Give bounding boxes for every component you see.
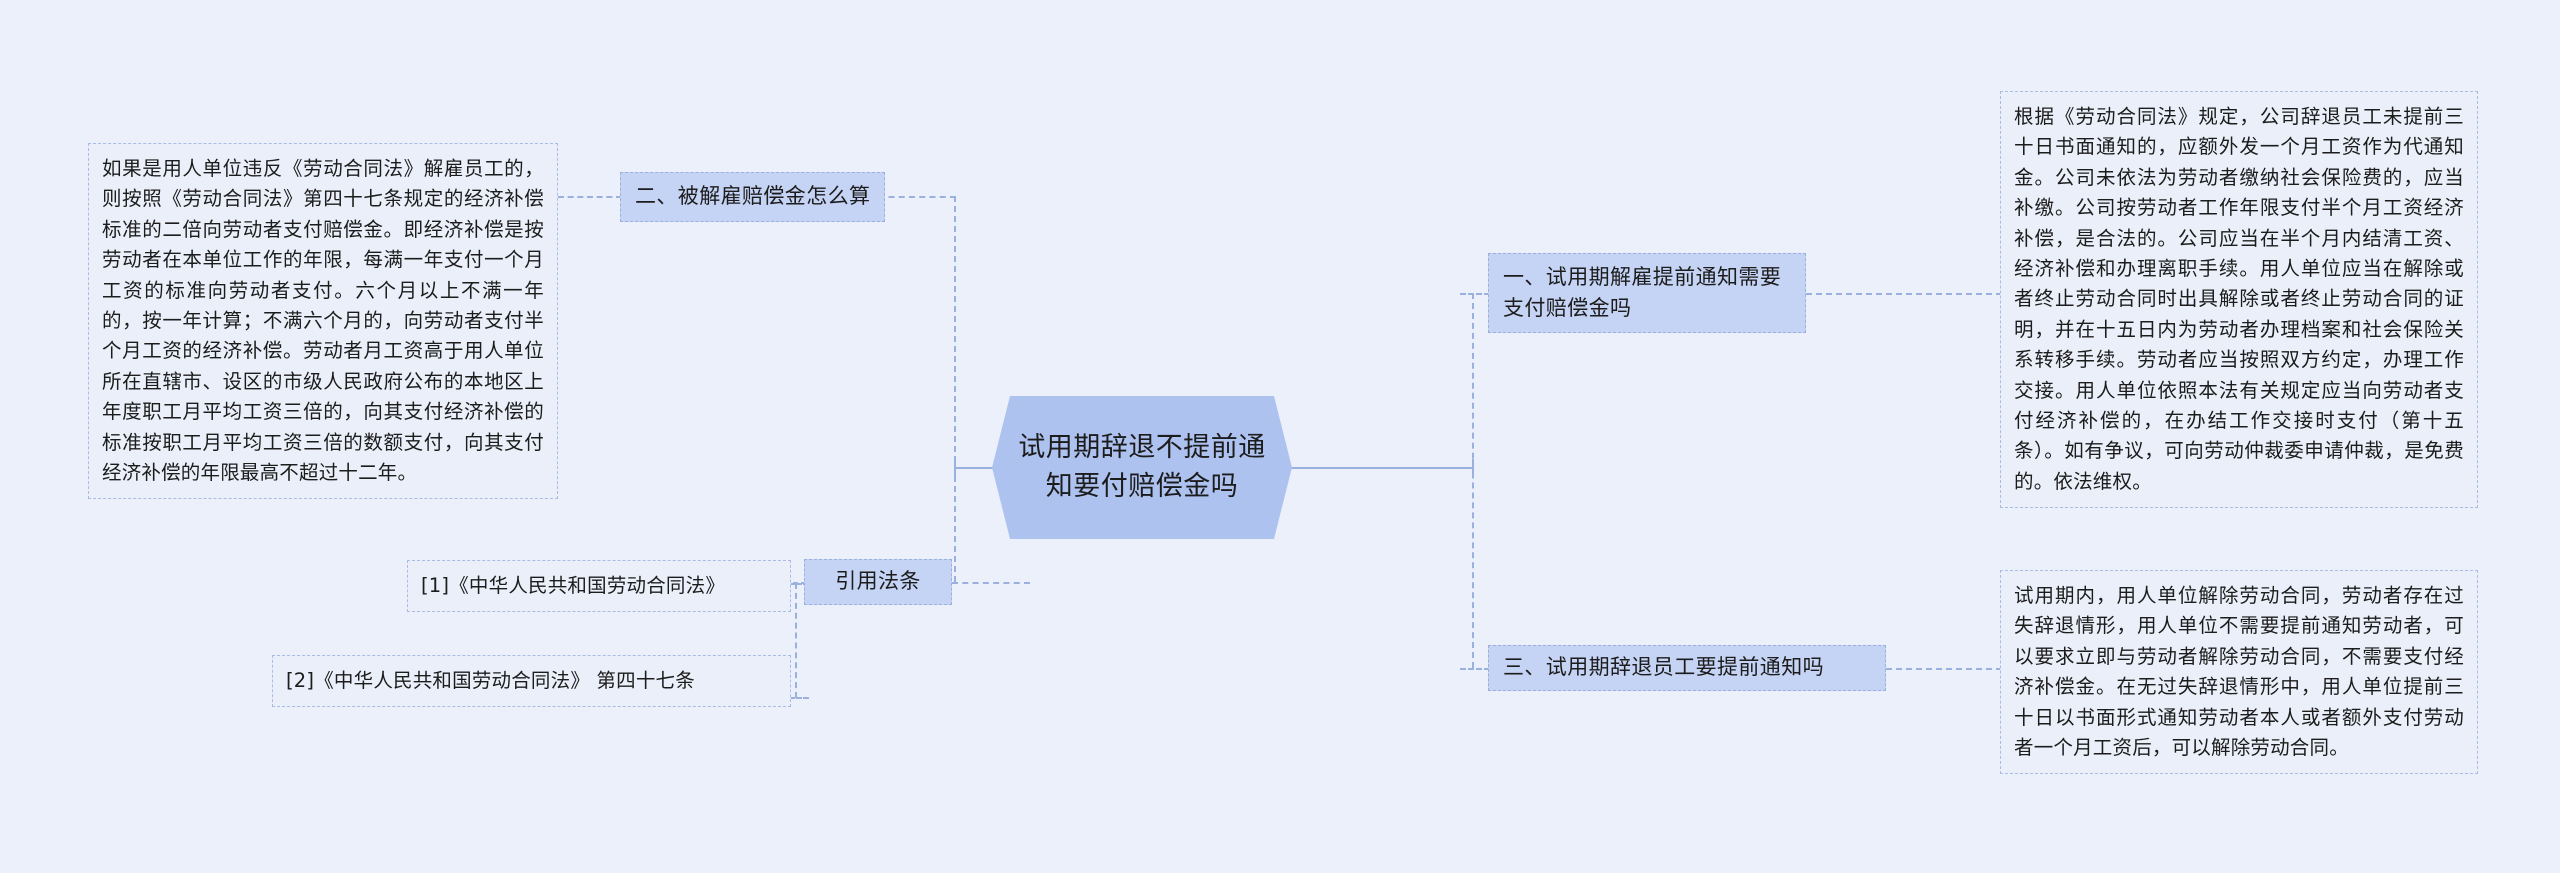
branch-node-compensation-calculation[interactable]: 二、被解雇赔偿金怎么算 — [620, 172, 886, 222]
branch-node-probation-dismissal-notice[interactable]: 一、试用期解雇提前通知需要支付赔偿金吗 — [1488, 253, 1806, 333]
connector-citation-spine — [795, 583, 797, 698]
connector-right-spine — [1472, 293, 1474, 668]
connector-branch-3-to-leaf — [1886, 668, 2002, 670]
leaf-citation-2: [2]《中华人民共和国劳动合同法》 第四十七条 — [272, 655, 791, 708]
connector-left-spine-to-branch-2 — [868, 196, 956, 198]
leaf-left-answer: 如果是用人单位违反《劳动合同法》解雇员工的，则按照《劳动合同法》第四十七条规定的… — [88, 143, 558, 500]
connector-right-spine-to-branch-3 — [1460, 668, 1490, 670]
connector-branch-1-to-leaf — [1806, 293, 2002, 295]
connector-center-to-right-spine — [1288, 467, 1474, 469]
connector-branch-2-to-leaf — [558, 196, 622, 198]
connector-left-spine-tick — [954, 459, 956, 476]
connector-right-spine-tick — [1472, 459, 1474, 476]
connector-right-spine-to-branch-1 — [1460, 293, 1490, 295]
branch-node-cited-statutes[interactable]: 引用法条 — [804, 559, 952, 605]
center-node-title[interactable]: 试用期辞退不提前通知要付赔偿金吗 — [992, 396, 1292, 539]
connector-citation-spine-to-item-2 — [789, 697, 809, 699]
connector-citation-spine-to-item-1 — [789, 583, 809, 585]
connector-left-spine — [954, 196, 956, 582]
leaf-citation-1: [1]《中华人民共和国劳动合同法》 — [407, 560, 791, 613]
branch-node-probation-advance-notice[interactable]: 三、试用期辞退员工要提前通知吗 — [1488, 645, 1886, 691]
leaf-right-answer-1: 根据《劳动合同法》规定，公司辞退员工未提前三十日书面通知的，应额外发一个月工资作… — [2000, 91, 2478, 509]
leaf-right-answer-3: 试用期内，用人单位解除劳动合同，劳动者存在过失辞退情形，用人单位不需要提前通知劳… — [2000, 570, 2478, 775]
connector-center-to-left-spine — [954, 467, 994, 469]
connector-left-spine-to-branch-quote — [952, 582, 1030, 584]
